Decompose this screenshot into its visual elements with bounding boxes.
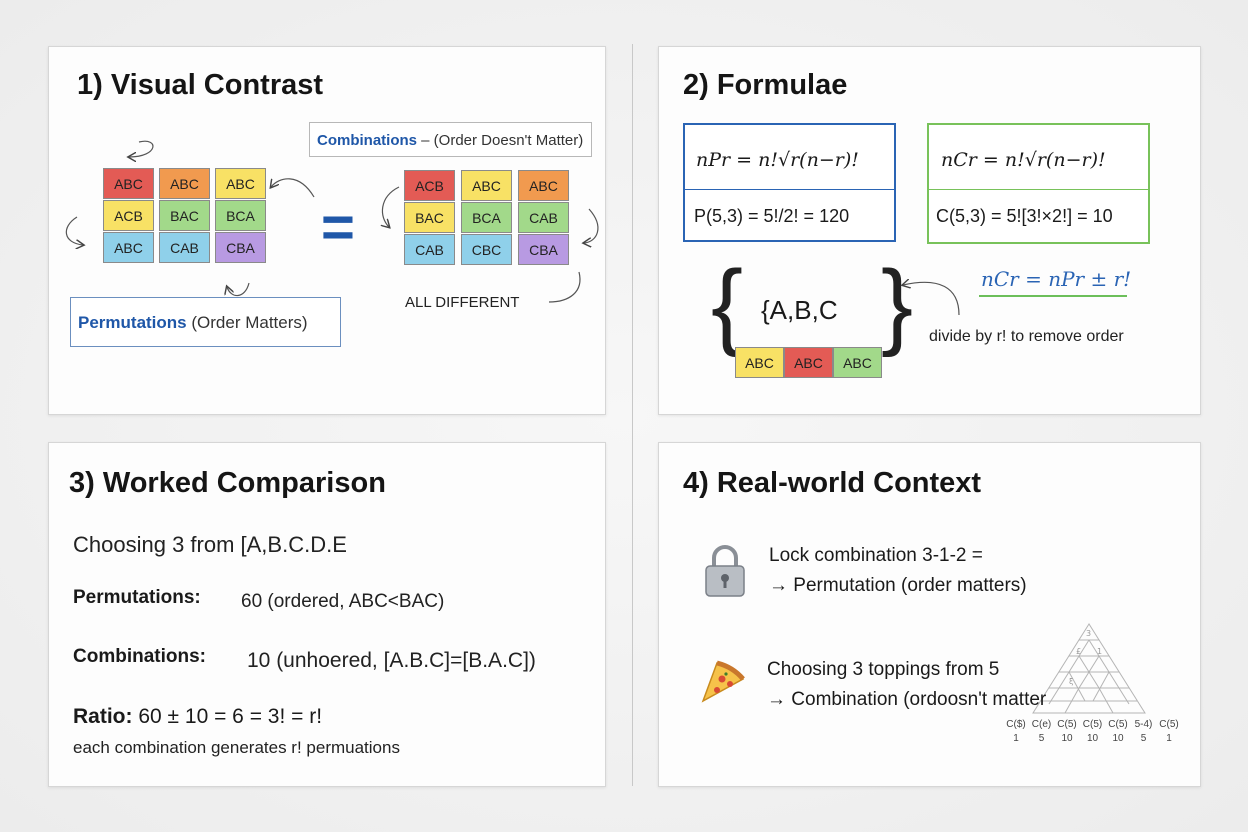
permutation-tile: ACB <box>404 170 455 201</box>
permutation-tile: CBC <box>461 234 512 265</box>
combination-box-divider <box>929 189 1148 190</box>
pascal-column: C($) 1 <box>1003 719 1029 744</box>
relation-formula: nCr = nPr ± r! <box>981 267 1132 291</box>
ratio-value: 60 ± 10 = 6 = 3! = r! <box>132 705 323 728</box>
choosing-statement: Choosing 3 from [A,B.C.D.E <box>73 532 347 557</box>
ratio-note: each combination generates r! permuation… <box>73 738 400 757</box>
permutation-tile: CAB <box>159 232 210 263</box>
permutations-label-box: Permutations (Order Matters) <box>70 297 341 347</box>
lock-line-1: Lock combination 3-1-2 = <box>769 545 983 566</box>
permutations-row-value: 60 (ordered, ABC<BAC) <box>241 591 445 612</box>
permutation-box-divider <box>685 189 894 190</box>
pascal-value: 1 <box>1166 733 1172 744</box>
set-tile: ABC <box>833 347 882 378</box>
permutation-formula: nPr = n!√r(n−r)! <box>696 149 859 171</box>
right-brace: } <box>881 251 914 358</box>
left-brace: { <box>711 251 744 358</box>
permutation-tile: ABC <box>103 168 154 199</box>
combinations-label-box: Combinations – (Order Doesn't Matter) <box>309 122 592 157</box>
pascal-column: C(5) 10 <box>1054 719 1080 744</box>
padlock-icon <box>705 545 745 597</box>
permutation-example: P(5,3) = 5!/2! = 120 <box>694 206 850 226</box>
pascal-value: 10 <box>1061 733 1073 744</box>
permutation-tile: BCA <box>215 200 266 231</box>
pascal-label: 5-4) <box>1134 719 1153 730</box>
permutation-tile: CBA <box>215 232 266 263</box>
combinations-label: Combinations – (Order Doesn't Matter) <box>317 132 583 149</box>
combination-formula-box: nCr = n!√r(n−r)! C(5,3) = 5![3!×2!] = 10 <box>927 123 1150 244</box>
pizza-line-1: Choosing 3 toppings from 5 <box>767 659 1000 680</box>
combination-example: C(5,3) = 5![3!×2!] = 10 <box>936 206 1113 226</box>
triangle-cell-mark: 3 <box>1086 629 1091 638</box>
panel-visual-contrast: 1) Visual Contrast Combinations – (Order… <box>48 46 606 415</box>
combination-formula: nCr = n!√r(n−r)! <box>941 149 1106 171</box>
pascal-value: 5 <box>1140 733 1147 744</box>
panel-worked-comparison: 3) Worked Comparison Choosing 3 from [A,… <box>48 442 606 787</box>
set-label: {A,B,C <box>761 295 838 325</box>
permutation-formula-box: nPr = n!√r(n−r)! P(5,3) = 5!/2! = 120 <box>683 123 896 242</box>
relation-underline <box>979 295 1127 297</box>
equals-sign: = <box>321 195 355 260</box>
set-tile: ABC <box>784 347 833 378</box>
permutation-tile: ABC <box>103 232 154 263</box>
pascal-label: C(e) <box>1031 719 1052 730</box>
pascal-label: C(5) <box>1082 719 1103 730</box>
pascal-value: 10 <box>1112 733 1124 744</box>
permutations-row-label: Permutations: <box>73 587 201 608</box>
permutation-tile: BCA <box>461 202 512 233</box>
permutations-label-bold: Permutations <box>78 313 187 332</box>
panel-title: 4) Real-world Context <box>683 467 982 499</box>
pascal-value: 1 <box>1013 733 1019 744</box>
pascal-label: C(5) <box>1057 719 1077 730</box>
permutation-tile: ABC <box>518 170 569 201</box>
pascal-row-labels: C($) 1 C(e) 5 C(5) 10 C(5) 10 C(5) 10 5-4) 5 C(5) 1 <box>1003 719 1183 749</box>
permutation-tile: BAC <box>404 202 455 233</box>
permutation-tile: ACB <box>103 200 154 231</box>
permutation-tile: ABC <box>461 170 512 201</box>
ratio-label: Ratio: <box>73 705 133 728</box>
panel-title: 2) Formulae <box>683 69 848 101</box>
ratio-row: Ratio: 60 ± 10 = 6 = 3! = r! <box>73 705 322 729</box>
permutations-label: Permutations (Order Matters) <box>78 313 308 333</box>
combinations-row-label: Combinations: <box>73 646 206 667</box>
triangle-cell-mark: ξ <box>1069 677 1073 686</box>
combinations-row-value: 10 (unhoered, [A.B.C]=[B.A.C]) <box>247 649 536 672</box>
pizza-slice-icon <box>701 660 745 703</box>
combinations-label-bold: Combinations <box>317 132 417 149</box>
permutations-label-rest: (Order Matters) <box>186 313 308 332</box>
permutation-tile: CBA <box>518 234 569 265</box>
pascal-label: C($) <box>1006 719 1026 730</box>
panel-real-world-context: 4) Real-world Context Lock combination 3… <box>658 442 1201 787</box>
pascal-label: C(5) <box>1108 719 1128 730</box>
panel-title: 3) Worked Comparison <box>69 467 386 499</box>
pizza-line-2: → Combination (ordoosn't matter <box>767 689 1047 710</box>
divide-note: divide by r! to remove order <box>929 328 1124 345</box>
all-different-label: ALL DIFFERENT <box>405 294 520 311</box>
lock-line-2: → Permutation (order matters) <box>769 575 1027 596</box>
pascal-value: 10 <box>1086 733 1099 744</box>
pascal-column: C(5) 10 <box>1080 719 1106 744</box>
permutation-tile: ABC <box>159 168 210 199</box>
pascal-value: 5 <box>1038 733 1045 744</box>
pascal-label: C(5) <box>1159 719 1179 730</box>
pascal-triangle-sketch: 3 £ 1 ξ <box>1032 623 1146 714</box>
pascal-column: 5-4) 5 <box>1131 719 1157 744</box>
pascal-column: C(5) 1 <box>1156 719 1182 744</box>
panel-title: 1) Visual Contrast <box>77 69 324 101</box>
pascal-column: C(5) 10 <box>1105 719 1131 744</box>
triangle-cell-mark: £ <box>1076 647 1081 656</box>
center-divider <box>632 44 633 786</box>
permutation-tile: BAC <box>159 200 210 231</box>
permutation-tile: CAB <box>404 234 455 265</box>
triangle-cell-mark: 1 <box>1097 647 1102 656</box>
pascal-column: C(e) 5 <box>1029 719 1055 744</box>
permutation-tile: CAB <box>518 202 569 233</box>
panel-formulae: 2) Formulae nPr = n!√r(n−r)! P(5,3) = 5!… <box>658 46 1201 415</box>
set-tile: ABC <box>735 347 784 378</box>
permutation-tile: ABC <box>215 168 266 199</box>
combinations-label-rest: – (Order Doesn't Matter) <box>417 132 584 149</box>
